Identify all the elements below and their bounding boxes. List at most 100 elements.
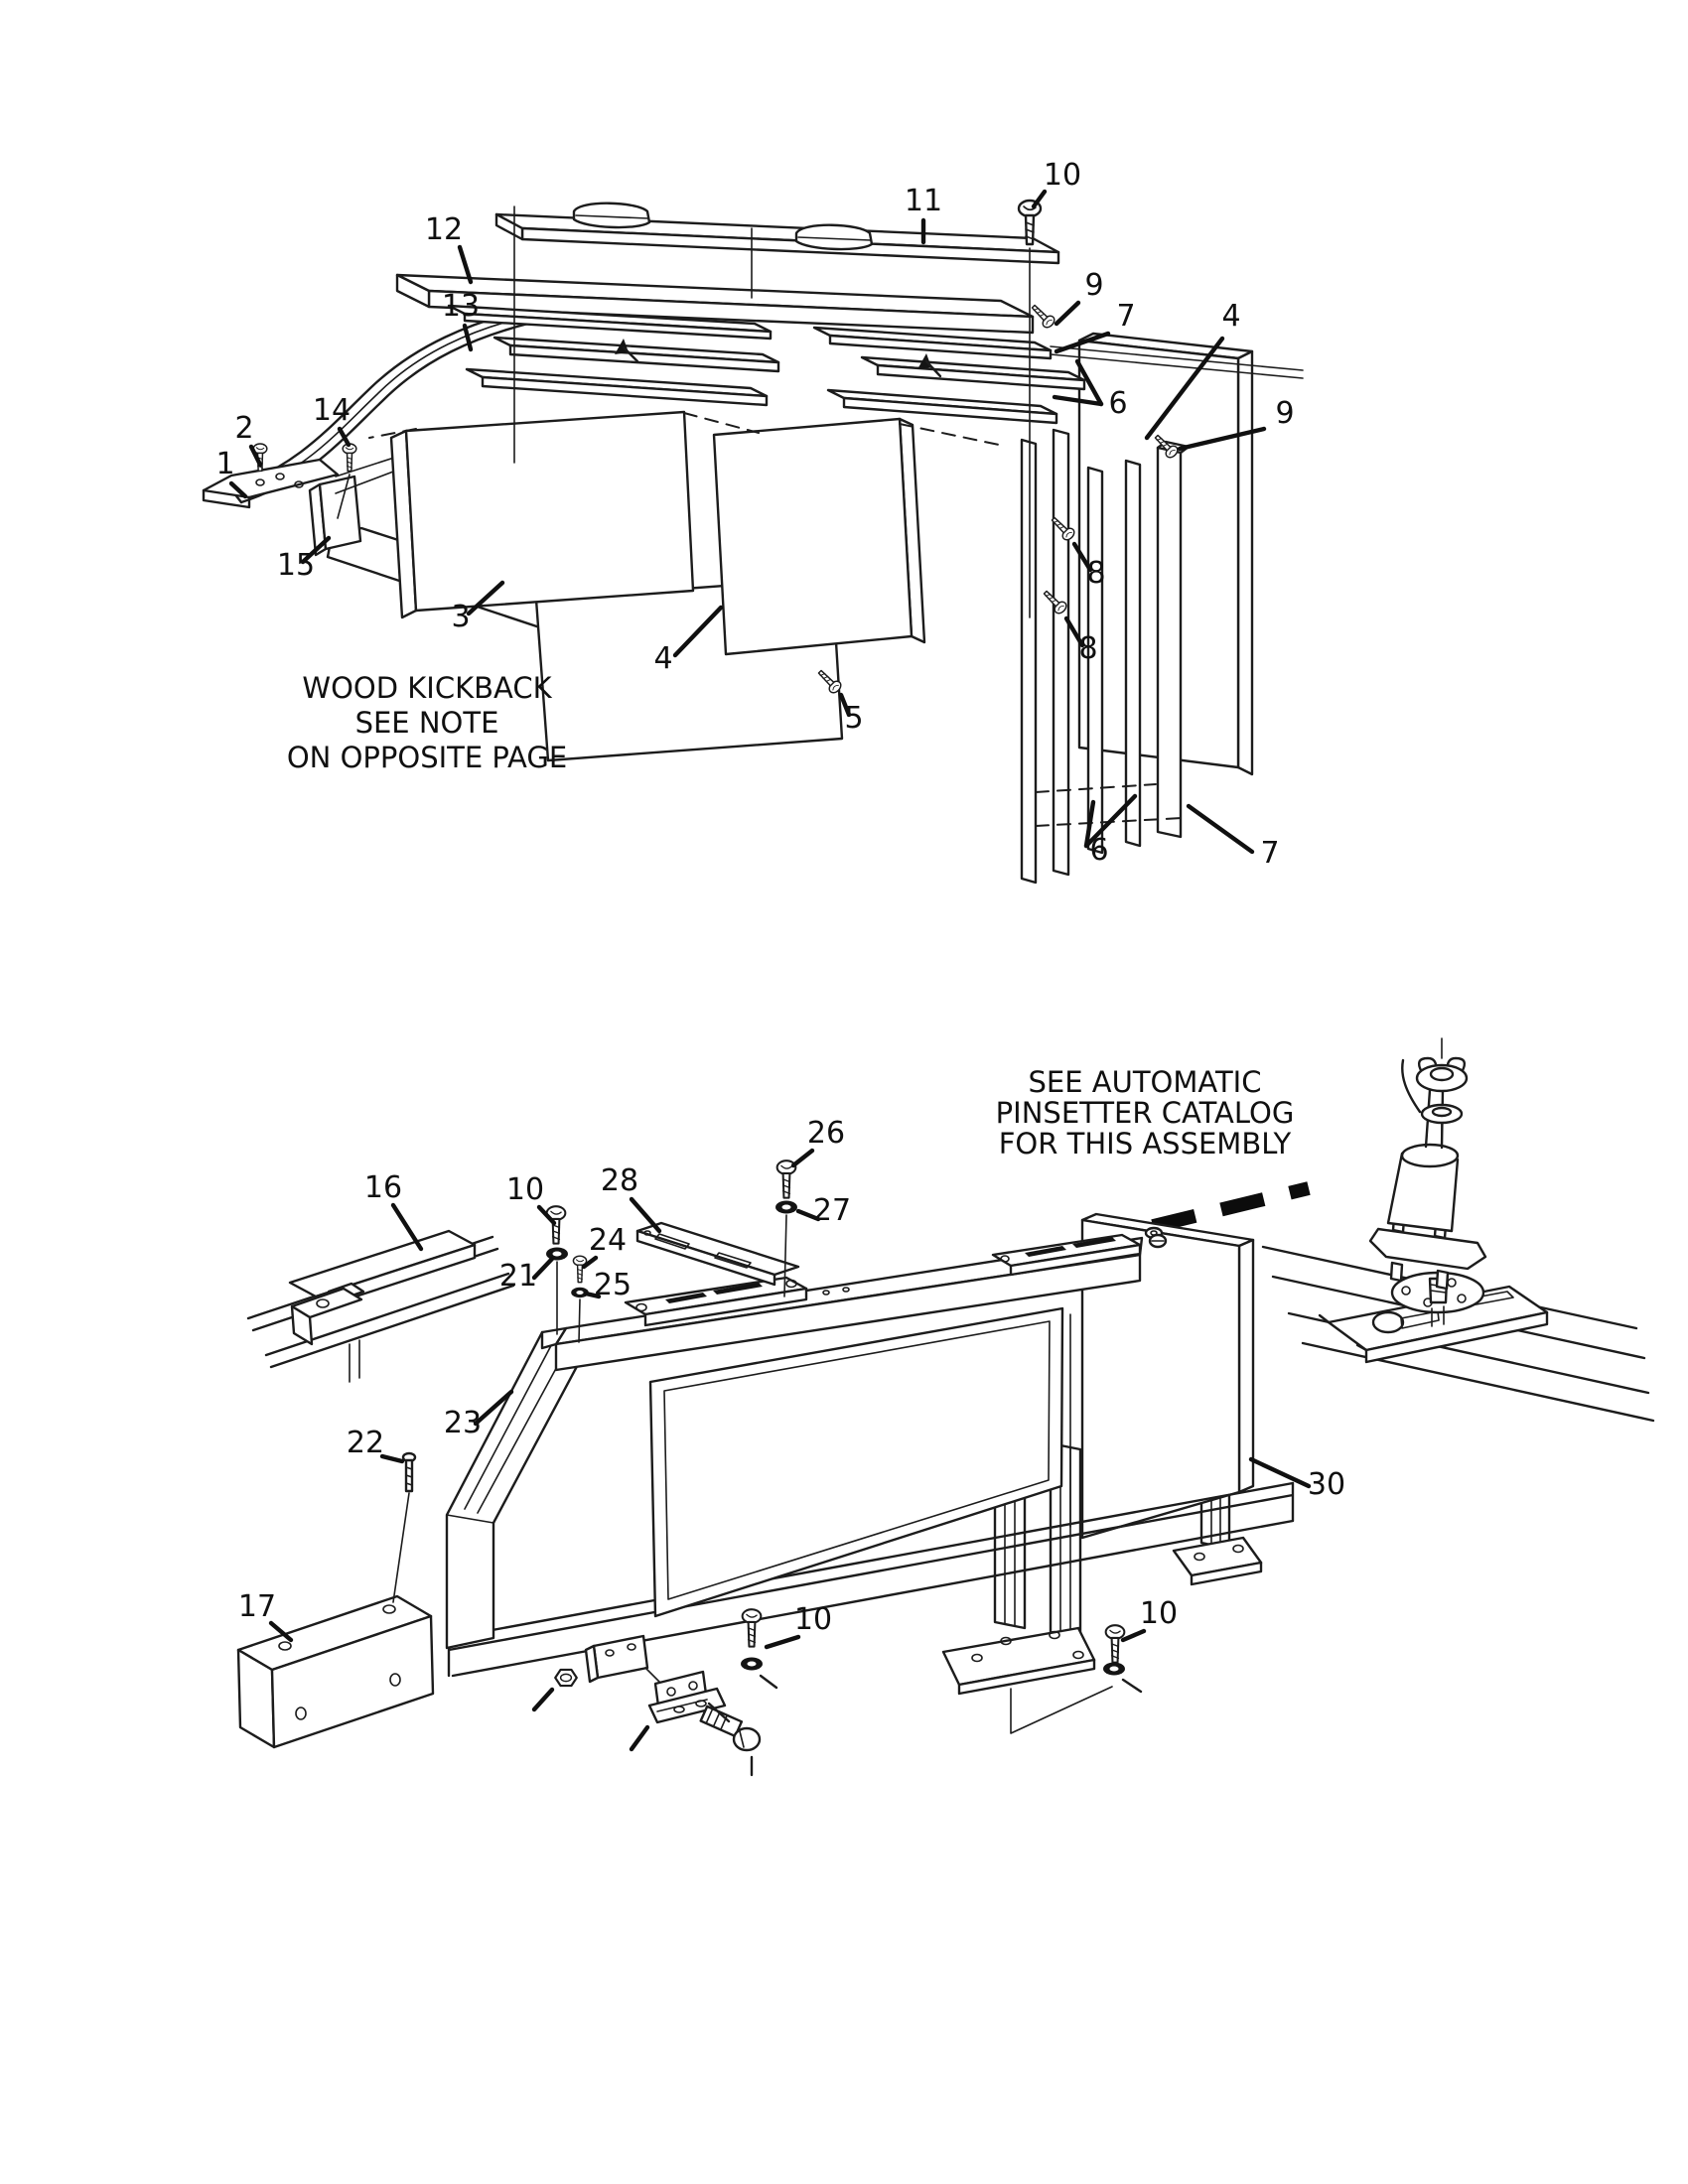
part-label-21: 21 [499, 1259, 537, 1294]
part-label-10: 10 [1044, 158, 1081, 193]
leader-line [581, 1255, 599, 1270]
part-label-7: 7 [1116, 299, 1135, 334]
part-label-16: 16 [364, 1170, 402, 1205]
leader-line [228, 480, 248, 499]
bottom-note-line-3: FOR THIS ASSEMBLY [999, 1127, 1292, 1160]
part-11-board [494, 202, 1060, 265]
part-24-screw [572, 1255, 588, 1284]
leader-line [790, 1148, 815, 1168]
rail-mounting-plate-right [991, 1233, 1168, 1277]
leader-line [379, 1453, 405, 1464]
part-21-washer [546, 1247, 568, 1261]
part-label-4: 4 [1221, 299, 1240, 334]
frame-bottom-rail [447, 1481, 1295, 1678]
top-note-line-2: SEE NOTE [355, 706, 499, 740]
part-label-1: 1 [215, 447, 234, 481]
top-note-line-1: WOOD KICKBACK [302, 671, 552, 705]
leader-line [838, 692, 852, 718]
leader-line [1083, 799, 1096, 849]
part-label-10: 10 [506, 1172, 544, 1207]
part-label-25: 25 [594, 1268, 632, 1302]
leader-line [457, 244, 474, 285]
part-15-block [308, 475, 362, 557]
part-4-center-panel [712, 417, 926, 656]
leader-line [1083, 793, 1138, 849]
part-label-8: 8 [1078, 631, 1097, 666]
leader-line [536, 1204, 557, 1226]
part-label-24: 24 [589, 1223, 627, 1258]
part-label-27: 27 [813, 1193, 851, 1228]
part-label-10: 10 [1140, 1596, 1178, 1631]
leader-line [764, 1634, 801, 1650]
part-28-strip [635, 1221, 800, 1287]
guide-line-26 [783, 1214, 787, 1297]
bottom-note-line-1: SEE AUTOMATIC [1028, 1065, 1261, 1099]
part-3-panel [389, 410, 695, 619]
leader-line [629, 1196, 662, 1234]
part-22-pin [392, 1451, 417, 1603]
leader-line [473, 1389, 514, 1427]
frame-front-panel [648, 1306, 1071, 1618]
bottom-note-line-2: PINSETTER CATALOG [996, 1096, 1295, 1130]
guide-line-24 [578, 1298, 581, 1343]
part-label-4: 4 [653, 641, 672, 676]
leader-line [1052, 394, 1104, 407]
part-label-2: 2 [234, 411, 253, 446]
part-label-9: 9 [1084, 268, 1103, 303]
part-label-23: 23 [444, 1406, 482, 1440]
part-23-post [445, 1330, 592, 1650]
part-12-board [395, 273, 1035, 335]
part-16-detail [246, 1229, 515, 1383]
part-label-11: 11 [905, 184, 942, 218]
leader-line [337, 426, 352, 448]
leader-line [1177, 426, 1267, 452]
leader-line [1120, 1628, 1147, 1643]
bottom-bracket-cluster [531, 1608, 778, 1777]
foot-plate-left [941, 1626, 1113, 1734]
leader-line [795, 1208, 821, 1222]
top-note-line-3: ON OPPOSITE PAGE [287, 741, 567, 774]
leader-line [390, 1202, 424, 1252]
part-label-22: 22 [347, 1426, 384, 1460]
leader-line [248, 444, 263, 468]
foot-plate-right [1172, 1536, 1263, 1586]
leader-line [1071, 541, 1093, 573]
part-10-screw-bottomright [1103, 1624, 1143, 1694]
leader-line [583, 1291, 602, 1299]
leader-line [1074, 358, 1104, 407]
leader-line [300, 535, 332, 565]
part-label-7: 7 [1260, 836, 1279, 871]
part-label-12: 12 [425, 212, 463, 247]
leader-line [1031, 189, 1048, 209]
part-label-6: 6 [1089, 833, 1108, 868]
rail-mounting-plate-left [624, 1276, 850, 1327]
leader-line [1144, 336, 1225, 441]
leader-line [672, 605, 724, 658]
part-label-10: 10 [794, 1602, 832, 1637]
part-10-screw-topleft [545, 1205, 567, 1245]
leader-line [1186, 803, 1255, 855]
part-27-washer [775, 1200, 797, 1214]
leader-line [268, 1620, 294, 1643]
part-label-5: 5 [844, 701, 863, 736]
part-label-9: 9 [1275, 396, 1294, 431]
part-label-14: 14 [313, 393, 351, 428]
vertical-filler-strips [1020, 428, 1191, 885]
nail-indicators [615, 339, 942, 378]
construction-lines [368, 205, 1183, 827]
part-label-15: 15 [277, 548, 315, 583]
part-17-block [236, 1594, 435, 1749]
part-label-8: 8 [1086, 556, 1105, 591]
part-label-13: 13 [442, 289, 480, 324]
part-label-3: 3 [451, 600, 470, 634]
slat-rows [447, 304, 1304, 425]
part-label-28: 28 [601, 1163, 638, 1198]
leader-line [1063, 615, 1085, 648]
